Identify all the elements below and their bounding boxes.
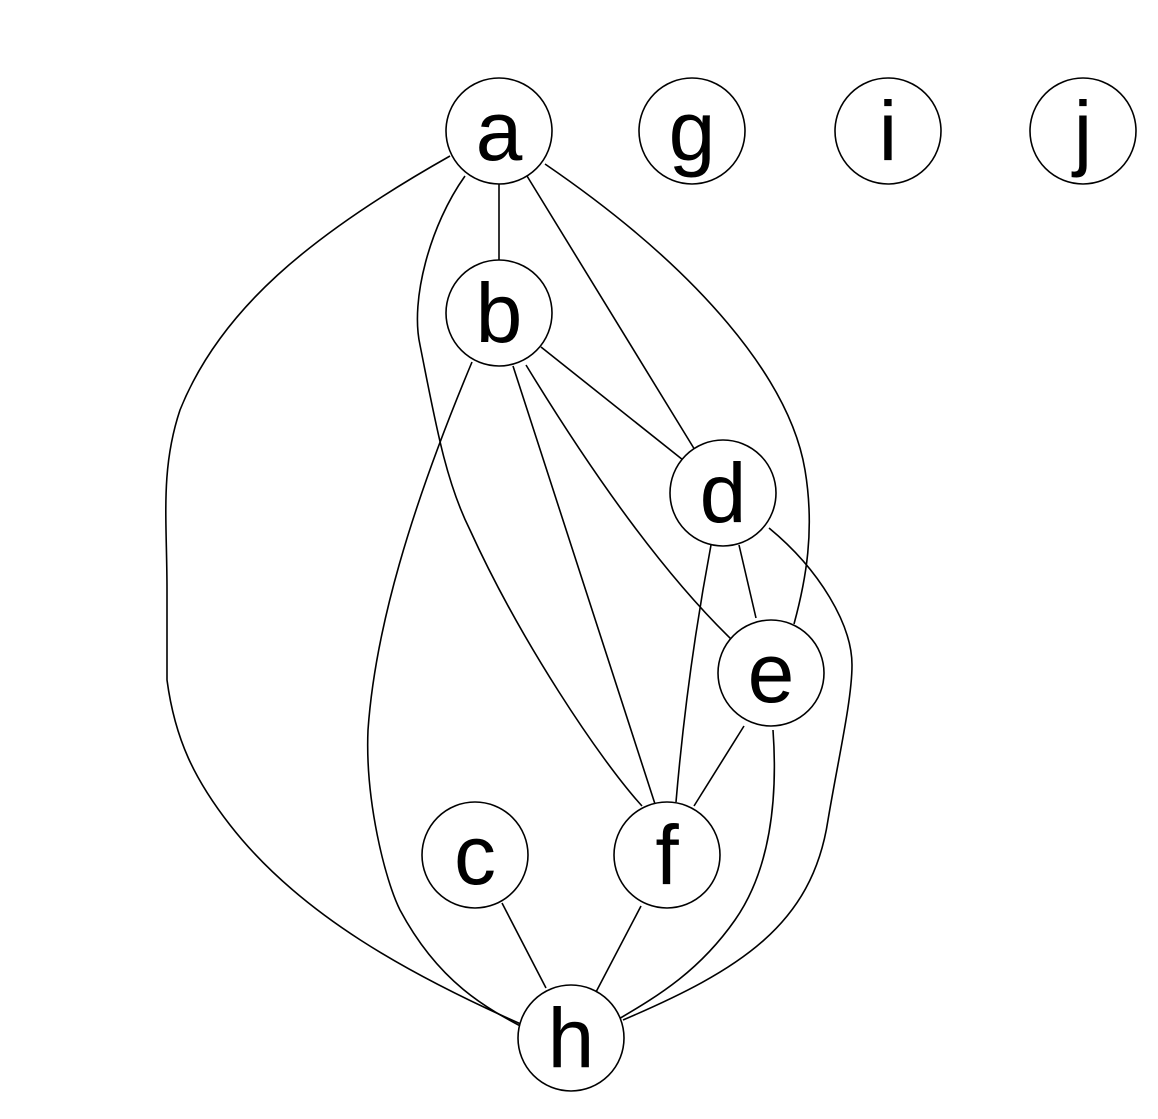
node-e-label: e xyxy=(748,626,795,720)
node-c-circle xyxy=(421,801,529,909)
node-a-label: a xyxy=(476,84,523,178)
node-g-label: g xyxy=(669,84,716,178)
edge-a-h xyxy=(165,155,524,1026)
edge-a-f xyxy=(416,175,643,807)
edge-e-f xyxy=(693,725,745,807)
node-b: b xyxy=(445,259,553,367)
node-j-circle xyxy=(1029,77,1137,185)
edge-a-d xyxy=(526,175,699,456)
node-a: a xyxy=(445,77,553,185)
node-a-circle xyxy=(445,77,553,185)
edge-d-h xyxy=(622,527,853,1021)
edge-b-f xyxy=(512,365,656,805)
node-d-label: d xyxy=(700,446,747,540)
node-i-label: i xyxy=(879,84,898,178)
edge-a-e xyxy=(544,163,811,625)
edges xyxy=(165,155,853,1031)
node-g-circle xyxy=(638,77,746,185)
node-g: g xyxy=(638,77,746,185)
node-h-label: h xyxy=(548,991,595,1085)
edge-c-h xyxy=(501,902,547,989)
node-j-label: j xyxy=(1071,84,1093,178)
node-b-label: b xyxy=(476,266,523,360)
node-e-circle xyxy=(717,619,825,727)
edge-d-f xyxy=(675,544,712,803)
node-e: e xyxy=(717,619,825,727)
node-i: i xyxy=(834,77,942,185)
node-f-label: f xyxy=(655,808,679,902)
node-h: h xyxy=(517,984,625,1092)
node-d-circle xyxy=(669,439,777,547)
node-i-circle xyxy=(834,77,942,185)
edge-d-e xyxy=(738,544,757,619)
node-c-label: c xyxy=(454,808,496,902)
node-d: d xyxy=(669,439,777,547)
node-b-circle xyxy=(445,259,553,367)
node-j: j xyxy=(1029,77,1137,185)
edge-b-h xyxy=(366,361,529,1031)
edge-e-h xyxy=(616,729,776,1021)
node-f-circle xyxy=(613,801,721,909)
node-h-circle xyxy=(517,984,625,1092)
node-f: f xyxy=(613,801,721,909)
edge-b-d xyxy=(540,346,684,461)
edge-b-e xyxy=(525,364,732,640)
node-c: c xyxy=(421,801,529,909)
edge-f-h xyxy=(595,905,642,993)
